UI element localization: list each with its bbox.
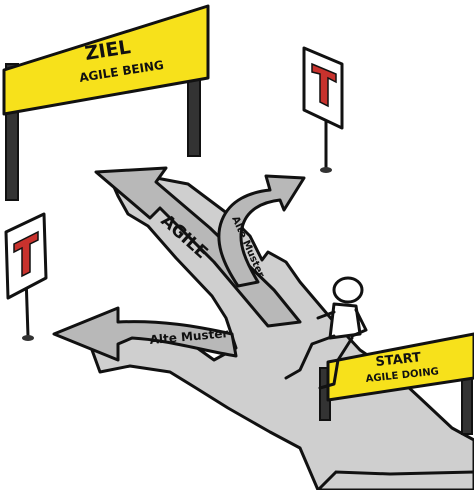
runner-arm-right xyxy=(350,308,368,338)
start-board xyxy=(326,332,474,402)
runner-leg-back xyxy=(284,334,336,380)
start-title: START xyxy=(375,350,422,370)
road xyxy=(90,174,474,490)
arrow-right-old-patterns: Alte Muster xyxy=(217,174,306,288)
start-sign: START AGILE DOING xyxy=(319,332,474,435)
arrow-left-old-patterns: Alte Muster xyxy=(52,306,238,362)
road-sign-right xyxy=(302,46,344,173)
goal-sign: ZIEL AGILE BEING xyxy=(2,4,210,201)
road-sign-left xyxy=(4,212,48,341)
runner-figure xyxy=(284,276,368,390)
t-junction-sign-icon xyxy=(311,62,337,108)
t-junction-sign-icon xyxy=(13,230,39,278)
runner-leg-front xyxy=(318,336,354,390)
runner-head xyxy=(332,276,364,304)
runner-arm-left xyxy=(316,310,336,320)
arrow-left-label: Alte Muster xyxy=(149,326,229,347)
